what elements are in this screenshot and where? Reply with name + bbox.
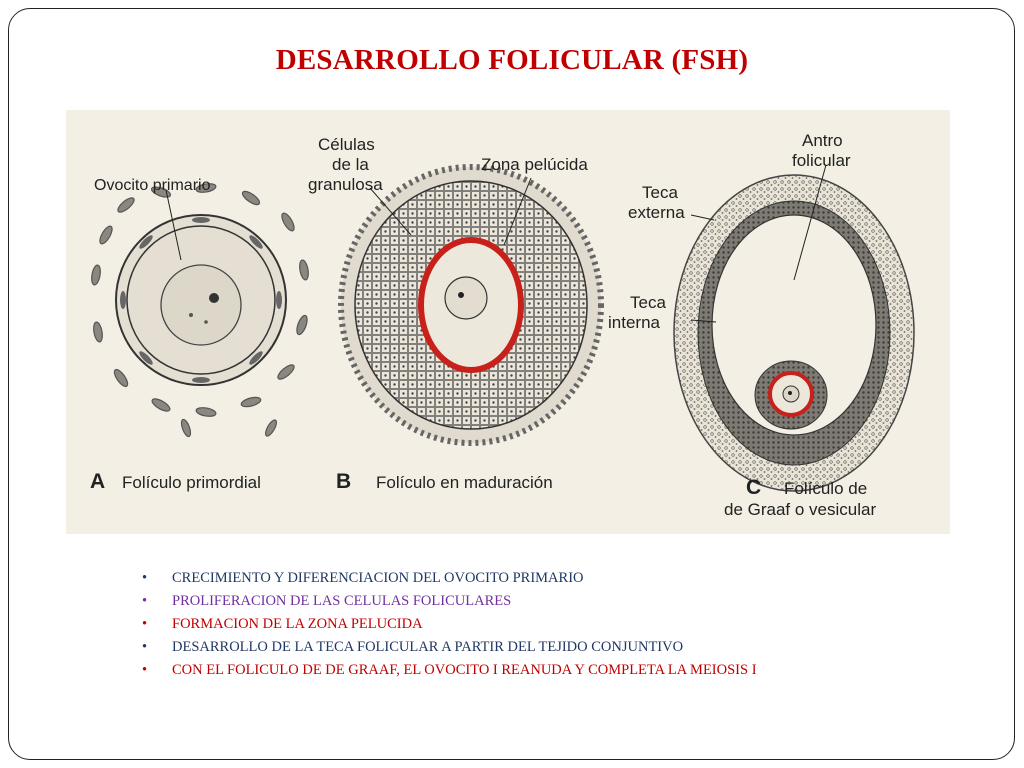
panel-c-letter: C xyxy=(746,476,761,499)
label-zona-pelucida: Zona pelúcida xyxy=(481,155,588,174)
label-celulas-2: de la xyxy=(332,155,369,174)
bullet-dot: • xyxy=(142,662,148,678)
panel-c-caption-2: de Graaf o vesicular xyxy=(724,500,876,519)
bullet-text: DESARROLLO DE LA TECA FOLICULAR A PARTIR… xyxy=(172,639,684,655)
bullet-dot: • xyxy=(142,639,148,655)
bullet-item: • CRECIMIENTO Y DIFERENCIACION DEL OVOCIT… xyxy=(142,567,757,590)
label-antro-2: folicular xyxy=(792,151,851,170)
bullet-text: PROLIFERACION DE LAS CELULAS FOLICULARES xyxy=(172,593,512,609)
label-ovocito-primario: Ovocito primario xyxy=(94,177,211,194)
label-teca-externa-1: Teca xyxy=(642,183,678,202)
label-teca-interna-1: Teca xyxy=(630,293,666,312)
bullet-list: • CRECIMIENTO Y DIFERENCIACION DEL OVOCIT… xyxy=(142,567,757,682)
bullet-item: • PROLIFERACION DE LAS CELULAS FOLICULARE… xyxy=(142,590,757,613)
panel-a-drawing xyxy=(91,183,309,438)
label-antro-1: Antro xyxy=(802,131,843,150)
panel-b-caption: Folículo en maduración xyxy=(376,473,553,492)
panel-c-drawing xyxy=(673,164,915,492)
panel-a-letter: A xyxy=(90,470,105,493)
panel-a-caption: Folículo primordial xyxy=(122,473,261,492)
label-celulas-3: granulosa xyxy=(308,175,383,194)
bullet-dot: • xyxy=(142,616,148,632)
follicle-diagram: Ovocito primario Células de la granulosa… xyxy=(66,110,950,534)
label-celulas-1: Células xyxy=(318,135,375,154)
bullet-item: • FORMACION DE LA ZONA PELUCIDA xyxy=(142,613,757,636)
follicle-diagram-svg: Ovocito primario Células de la granulosa… xyxy=(90,131,915,519)
bullet-text: FORMACION DE LA ZONA PELUCIDA xyxy=(172,616,423,632)
bullet-dot: • xyxy=(142,570,148,586)
label-teca-interna-2: interna xyxy=(608,313,661,332)
slide-title: DESARROLLO FOLICULAR (FSH) xyxy=(275,44,749,76)
panel-c-caption: Folículo de xyxy=(784,479,867,498)
label-teca-externa-2: externa xyxy=(628,203,685,222)
bullet-item: • DESARROLLO DE LA TECA FOLICULAR A PARTI… xyxy=(142,636,757,659)
bullet-text: CRECIMIENTO Y DIFERENCIACION DEL OVOCITO… xyxy=(172,570,584,586)
bullet-item: • CON EL FOLICULO DE DE GRAAF, EL OVOCITO… xyxy=(142,659,757,682)
slide-frame xyxy=(8,8,1015,760)
bullet-text: CON EL FOLICULO DE DE GRAAF, EL OVOCITO … xyxy=(172,662,757,678)
panel-b-letter: B xyxy=(336,470,351,493)
panel-b-drawing xyxy=(338,164,604,446)
bullet-dot: • xyxy=(142,593,148,609)
